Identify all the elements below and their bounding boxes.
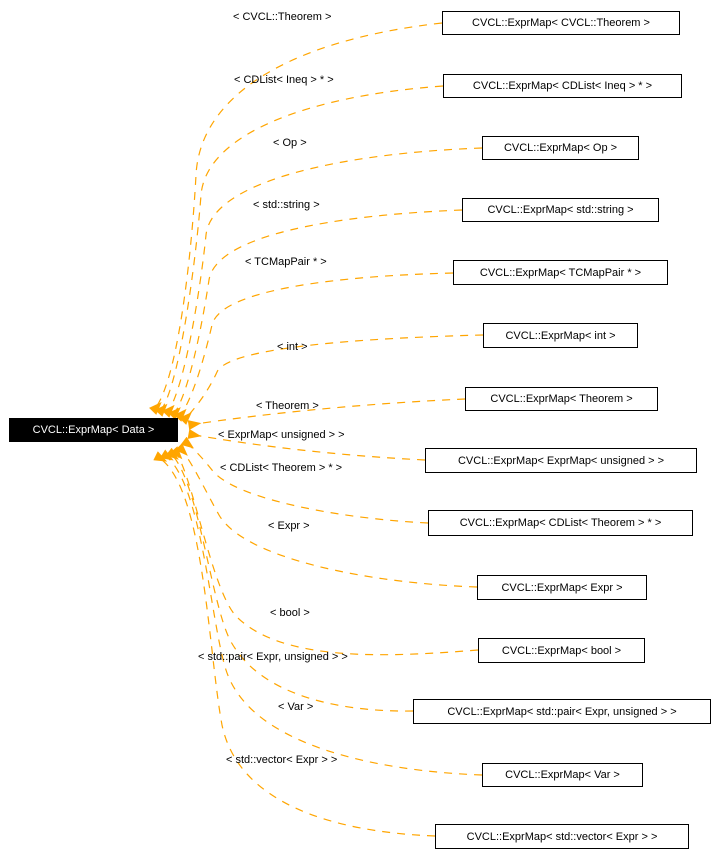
edge-label: < std::vector< Expr > > <box>226 754 338 766</box>
template-edge <box>149 22 443 415</box>
edge-label: < CDList< Theorem > * > <box>220 462 343 474</box>
edge-label: < std::pair< Expr, unsigned > > <box>198 651 348 663</box>
class-node[interactable]: CVCL::ExprMap< bool > <box>478 638 645 663</box>
template-edge <box>169 446 479 656</box>
edge-label: < TCMapPair * > <box>245 256 327 268</box>
edge-label: < Op > <box>273 137 307 149</box>
template-edge <box>175 443 478 588</box>
class-node[interactable]: CVCL::ExprMap< CDList< Theorem > * > <box>428 510 693 536</box>
class-node[interactable]: CVCL::ExprMap< std::vector< Expr > > <box>435 824 689 849</box>
class-node[interactable]: CVCL::ExprMap< Op > <box>482 136 639 160</box>
template-edge <box>168 209 463 420</box>
template-edge <box>162 147 483 418</box>
class-node[interactable]: CVCL::ExprMap< CDList< Ineq > * > <box>443 74 682 98</box>
template-edge <box>179 334 484 425</box>
class-node[interactable]: CVCL::ExprMap< Var > <box>482 763 643 787</box>
edge-label: < CDList< Ineq > * > <box>234 74 334 86</box>
template-edge <box>180 436 429 524</box>
class-node[interactable]: CVCL::ExprMap< TCMapPair * > <box>453 260 668 285</box>
edge-label: < ExprMap< unsigned > > <box>218 429 345 441</box>
edge-label: < Var > <box>278 701 314 713</box>
class-node[interactable]: CVCL::ExprMap< int > <box>483 323 638 348</box>
edge-label: < bool > <box>270 607 310 619</box>
class-node[interactable]: CVCL::ExprMap< ExprMap< unsigned > > <box>425 448 697 473</box>
template-edge <box>174 272 454 422</box>
template-edge <box>159 449 483 776</box>
edge-label: < std::string > <box>253 199 320 211</box>
edge-label: < Theorem > <box>256 400 319 412</box>
template-edge <box>154 85 444 417</box>
class-node[interactable]: CVCL::ExprMap< std::pair< Expr, unsigned… <box>413 699 711 724</box>
template-edge <box>187 398 466 431</box>
edge-label: < CVCL::Theorem > <box>233 11 332 23</box>
edge-label: < int > <box>277 341 308 353</box>
class-node[interactable]: CVCL::ExprMap< CVCL::Theorem > <box>442 11 680 35</box>
template-edge <box>187 428 426 461</box>
root-class-node: CVCL::ExprMap< Data > <box>9 418 178 442</box>
class-node[interactable]: CVCL::ExprMap< Theorem > <box>465 387 658 411</box>
class-node[interactable]: CVCL::ExprMap< std::string > <box>462 198 659 222</box>
template-edge <box>153 451 436 837</box>
edge-label: < Expr > <box>268 520 310 532</box>
template-edge <box>165 447 414 712</box>
class-node[interactable]: CVCL::ExprMap< Expr > <box>477 575 647 600</box>
